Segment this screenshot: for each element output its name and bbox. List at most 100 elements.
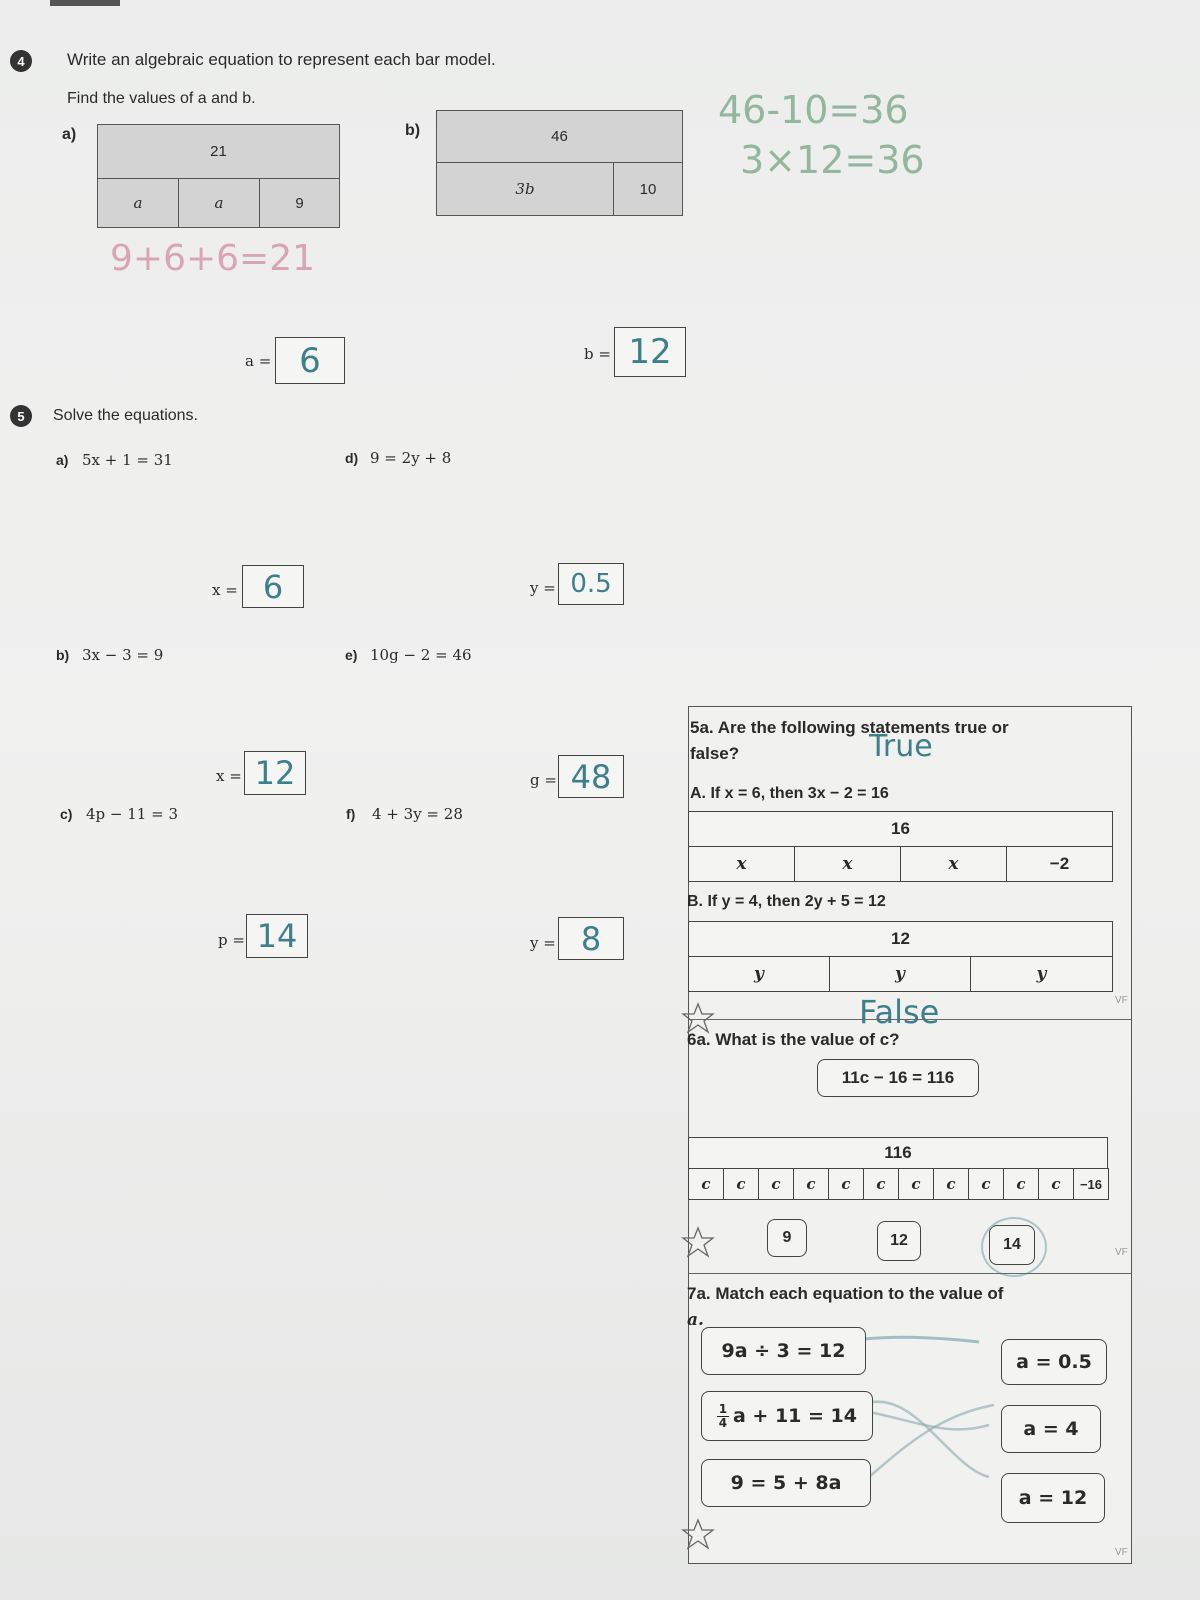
q6a-title: 6a. What is the value of c? xyxy=(687,1030,900,1049)
handwritten-false: False xyxy=(859,993,940,1031)
bar-116-part: c xyxy=(688,1168,724,1200)
q5-item-label: d) xyxy=(345,450,359,466)
q6a-equation: 11c − 16 = 116 xyxy=(817,1059,979,1097)
bar-model-a-part: a xyxy=(97,178,179,228)
q5-item-equation: 4 + 3y = 28 xyxy=(372,805,463,823)
q5-answer-box[interactable]: 48 xyxy=(558,755,624,798)
match-equation-fraction[interactable]: 1 4 a + 11 = 14 xyxy=(701,1391,873,1441)
q5-item-label: c) xyxy=(60,806,73,822)
q5-item-equation: 10g − 2 = 46 xyxy=(370,646,472,664)
match-equation-text: a + 11 = 14 xyxy=(732,1405,857,1427)
q5-answer-value: 0.5 xyxy=(570,569,612,599)
q5-answer-box[interactable]: 6 xyxy=(242,565,304,608)
q5a-title-line1: 5a. Are the following statements true or xyxy=(690,718,1009,737)
fraction: 1 4 xyxy=(716,1401,729,1430)
q5-answer-box[interactable]: 8 xyxy=(558,917,624,960)
bar-16-part: −2 xyxy=(1006,846,1113,882)
vf-mark: VF xyxy=(1115,1247,1128,1258)
practice-panel: 5a. Are the following statements true or… xyxy=(681,706,1132,1564)
q5-answer-label: y = xyxy=(530,579,556,597)
q5-item-equation: 9 = 2y + 8 xyxy=(370,449,452,467)
bar-116-part: c xyxy=(968,1168,1004,1200)
bar-12-total: 12 xyxy=(688,921,1113,957)
bar-16-part: x xyxy=(688,846,795,882)
match-equation[interactable]: 9 = 5 + 8a xyxy=(701,1459,871,1507)
star-icon xyxy=(681,1226,715,1258)
bar-116-part: c xyxy=(898,1168,934,1200)
q4-find: Find the values of a and b. xyxy=(67,90,256,107)
bar-model-a-part: a xyxy=(178,178,260,228)
handwritten-working-b1: 46-10=36 xyxy=(718,88,909,132)
q5-answer-value: 14 xyxy=(256,917,298,955)
handwritten-working-a: 9+6+6=21 xyxy=(110,238,316,279)
answer-a-box[interactable]: 6 xyxy=(275,337,345,384)
bar-116-part: c xyxy=(933,1168,969,1200)
q5-item-label: a) xyxy=(56,452,69,468)
answer-b-label: b = xyxy=(584,345,611,363)
option-button[interactable]: 12 xyxy=(877,1221,921,1261)
q5-item-equation: 3x − 3 = 9 xyxy=(82,646,164,664)
q5-item-equation: 5x + 1 = 31 xyxy=(82,451,173,469)
bar-model-b-total: 46 xyxy=(436,110,683,163)
q5a-statement-b: B. If y = 4, then 2y + 5 = 12 xyxy=(687,893,886,910)
bar-12-part: y xyxy=(688,956,830,992)
q5-item-equation: 4p − 11 = 3 xyxy=(86,805,178,823)
match-lines xyxy=(863,1335,995,1479)
match-value[interactable]: a = 0.5 xyxy=(1001,1339,1107,1385)
star-icon xyxy=(681,1518,715,1550)
panel-divider xyxy=(689,1019,1131,1020)
q5-answer-value: 12 xyxy=(254,754,296,792)
bar-116-part: c xyxy=(758,1168,794,1200)
q5-answer-value: 8 xyxy=(580,919,602,958)
q5a-title-line2: false? xyxy=(690,744,740,763)
q5-answer-box[interactable]: 14 xyxy=(246,914,308,958)
q5a-statement-a: A. If x = 6, then 3x − 2 = 16 xyxy=(690,785,889,802)
bar-16-part: x xyxy=(794,846,901,882)
bar-model-a-part: 9 xyxy=(259,178,340,228)
answer-b-box[interactable]: 12 xyxy=(614,327,686,377)
q4-instruction: Write an algebraic equation to represent… xyxy=(67,50,496,69)
bar-116-part: c xyxy=(1003,1168,1039,1200)
star-icon xyxy=(681,1002,715,1034)
q5-answer-label: p = xyxy=(218,931,245,949)
bar-16-total: 16 xyxy=(688,811,1113,847)
q5-answer-value: 48 xyxy=(570,757,612,796)
bar-12-part: y xyxy=(829,956,971,992)
bar-model-a-total: 21 xyxy=(97,124,340,179)
q5-answer-label: y = xyxy=(530,934,556,952)
q4-part-a-label: a) xyxy=(62,126,77,143)
q5-answer-value: 6 xyxy=(262,567,284,606)
bar-116-total: 116 xyxy=(688,1137,1108,1169)
match-equation[interactable]: 9a ÷ 3 = 12 xyxy=(701,1327,866,1375)
answer-b-value: 12 xyxy=(628,332,672,372)
bar-116-part: c xyxy=(863,1168,899,1200)
question-5-number: 5 xyxy=(10,405,32,427)
bar-116-part: c xyxy=(723,1168,759,1200)
q5-item-label: e) xyxy=(345,647,358,663)
fraction-numerator: 1 xyxy=(718,1401,728,1416)
option-button[interactable]: 9 xyxy=(767,1219,807,1257)
bar-116-part: −16 xyxy=(1073,1168,1109,1200)
handwritten-working-b2: 3×12=36 xyxy=(740,138,925,182)
bar-116-part: c xyxy=(828,1168,864,1200)
match-value[interactable]: a = 12 xyxy=(1001,1473,1105,1523)
q5-answer-label: x = xyxy=(212,581,238,599)
q5-answer-label: g = xyxy=(530,771,557,789)
handwritten-true: True xyxy=(869,729,933,764)
q5-item-label: b) xyxy=(56,647,70,663)
vf-mark: VF xyxy=(1115,1547,1128,1558)
bar-116-part: c xyxy=(793,1168,829,1200)
match-value[interactable]: a = 4 xyxy=(1001,1405,1101,1453)
q5-instruction: Solve the equations. xyxy=(53,407,198,424)
q7a-title-line1: 7a. Match each equation to the value of xyxy=(687,1284,1004,1303)
bar-model-b-part: 10 xyxy=(613,162,683,216)
q5-item-label: f) xyxy=(346,806,356,822)
panel-divider xyxy=(689,1273,1131,1274)
fraction-denominator: 4 xyxy=(718,1415,728,1430)
q7a-title-line2: a. xyxy=(687,1310,704,1330)
bar-12-part: y xyxy=(970,956,1113,992)
q5-answer-box[interactable]: 0.5 xyxy=(558,563,624,605)
q5-answer-box[interactable]: 12 xyxy=(244,751,306,795)
q5-answer-label: x = xyxy=(216,767,242,785)
answer-a-label: a = xyxy=(245,352,272,370)
